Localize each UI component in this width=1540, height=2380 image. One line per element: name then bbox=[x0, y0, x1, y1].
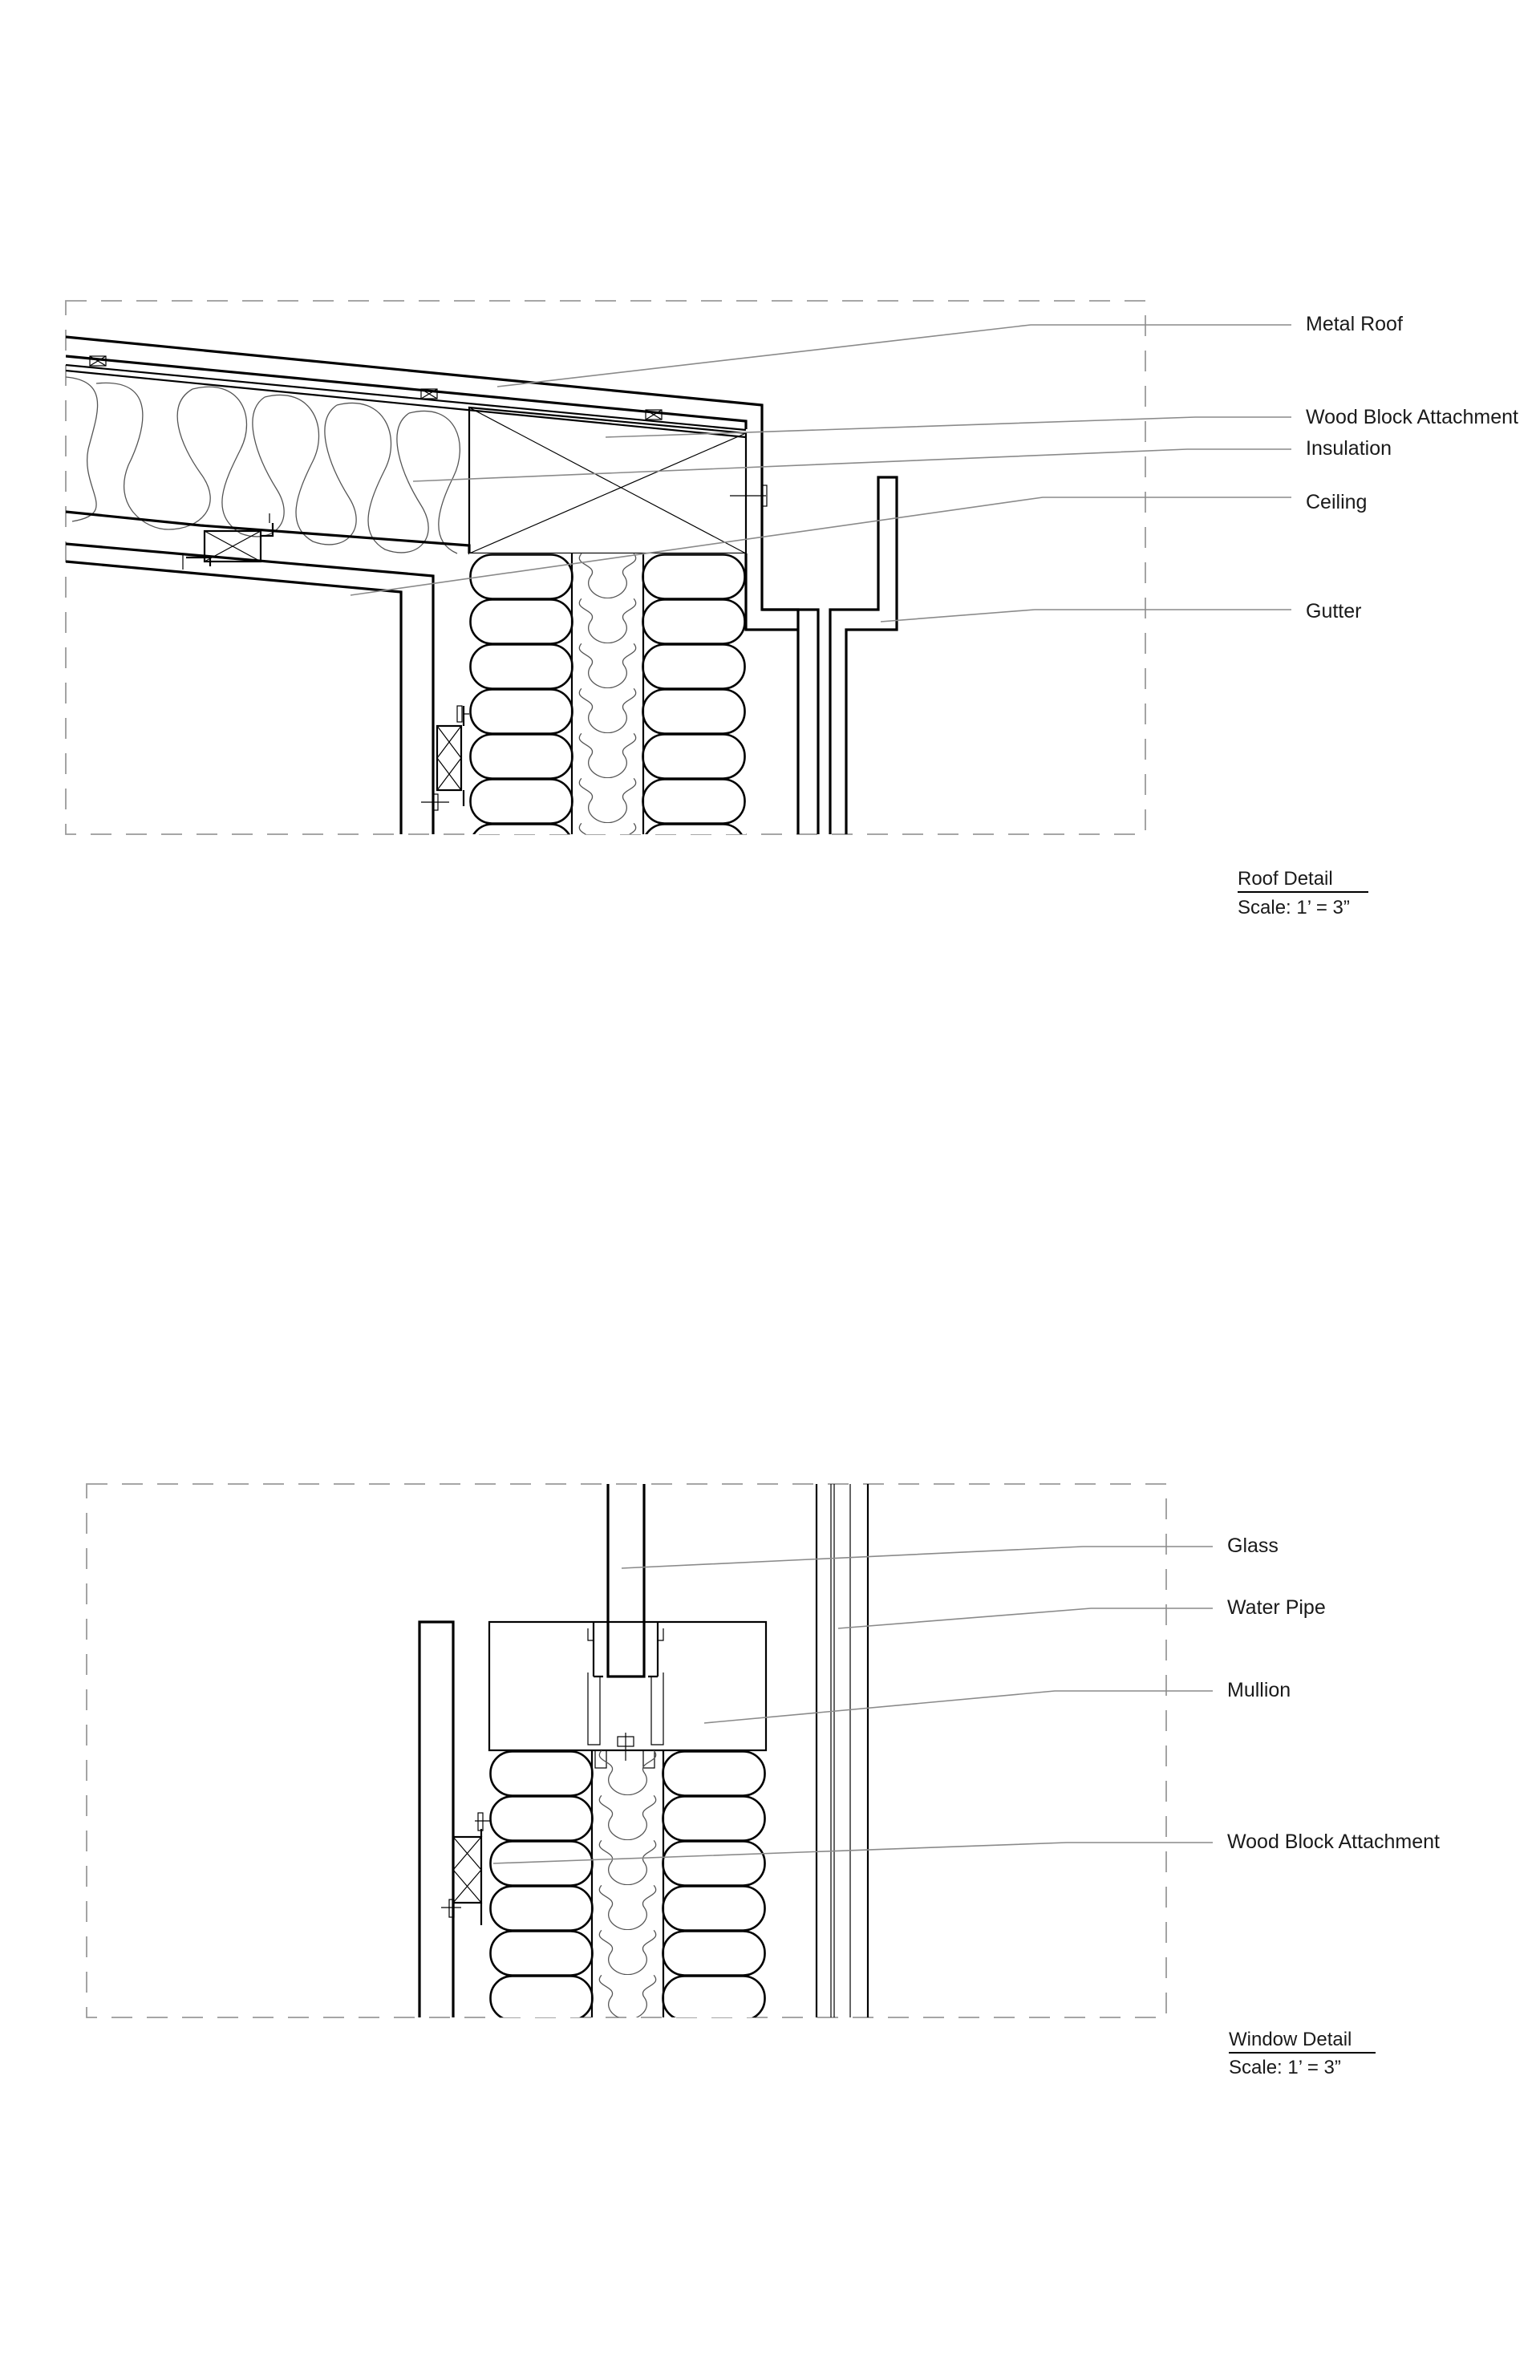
label-glass: Glass bbox=[1227, 1535, 1279, 1557]
window-log-wall bbox=[489, 1750, 766, 2017]
roof-detail-scale: Scale: 1’ = 3” bbox=[1238, 897, 1350, 918]
roof-leaders bbox=[350, 324, 1291, 622]
roof-wall-blocking bbox=[421, 705, 481, 811]
log-column-right bbox=[642, 553, 746, 834]
roof-detail-title: Roof Detail bbox=[1238, 868, 1333, 890]
label-mullion: Mullion bbox=[1227, 1679, 1291, 1701]
label-wood-block-attachment: Wood Block Attachment bbox=[1306, 406, 1518, 428]
roof-log-wall bbox=[469, 553, 746, 834]
window-water-pipe bbox=[815, 1484, 869, 2017]
glass-pane bbox=[606, 1484, 646, 1678]
window-interior-wall bbox=[418, 1620, 497, 2017]
label-ceiling: Ceiling bbox=[1306, 491, 1367, 513]
roof-detail-drawing: Metal Roof Wood Block Attachment Insulat… bbox=[65, 300, 1518, 918]
window-mullion bbox=[488, 1484, 768, 1769]
roof-gutter bbox=[744, 476, 898, 834]
window-log-core-insulation bbox=[598, 1750, 657, 2017]
log-column-left bbox=[469, 553, 573, 834]
label-water-pipe: Water Pipe bbox=[1227, 1596, 1326, 1619]
window-detail-scale: Scale: 1’ = 3” bbox=[1229, 2057, 1341, 2078]
roof-ceiling bbox=[66, 513, 435, 834]
label-metal-roof: Metal Roof bbox=[1306, 313, 1403, 335]
window-detail-drawing: Glass Water Pipe Mullion Wood Block Atta… bbox=[86, 1483, 1440, 2078]
window-detail-frame bbox=[86, 1483, 1167, 2018]
label-gutter: Gutter bbox=[1306, 600, 1361, 622]
label-wood-block-attachment-window: Wood Block Attachment bbox=[1227, 1831, 1440, 1853]
label-insulation: Insulation bbox=[1306, 437, 1392, 460]
roof-wood-block bbox=[468, 406, 768, 555]
window-detail-title: Window Detail bbox=[1229, 2029, 1352, 2050]
window-leaders bbox=[492, 1546, 1213, 1864]
